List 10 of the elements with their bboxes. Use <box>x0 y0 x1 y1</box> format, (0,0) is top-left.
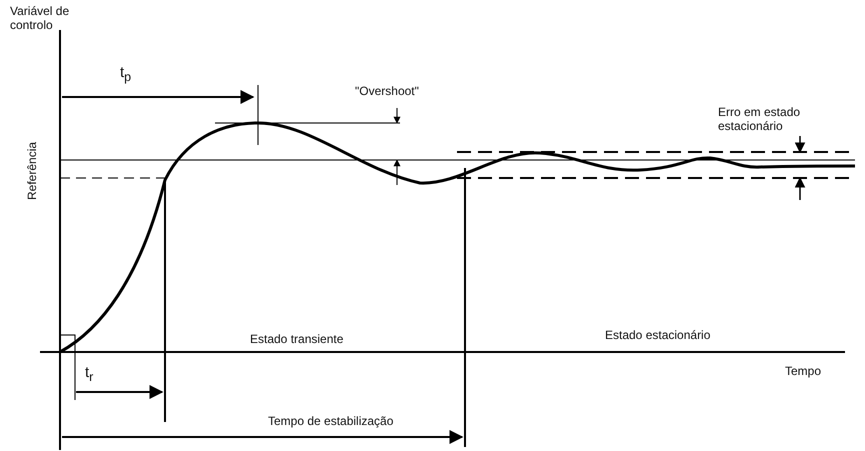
region-label: Estado transiente <box>250 332 344 346</box>
dimension-label: t$_{p}$ <box>120 66 132 84</box>
dimension-label: t$_{r}$ <box>85 366 94 384</box>
axis-title: Tempo <box>785 364 822 378</box>
region-label: Estado estacionário <box>605 328 712 342</box>
annotation-label: Erro em estado estacionário <box>718 105 802 133</box>
annotation-label: "Overshoot" <box>355 84 420 98</box>
axis-title: Variável de controlo <box>10 4 70 32</box>
dimension-label: Tempo de estabilização <box>268 414 394 428</box>
axis-title: Referência <box>25 140 39 200</box>
